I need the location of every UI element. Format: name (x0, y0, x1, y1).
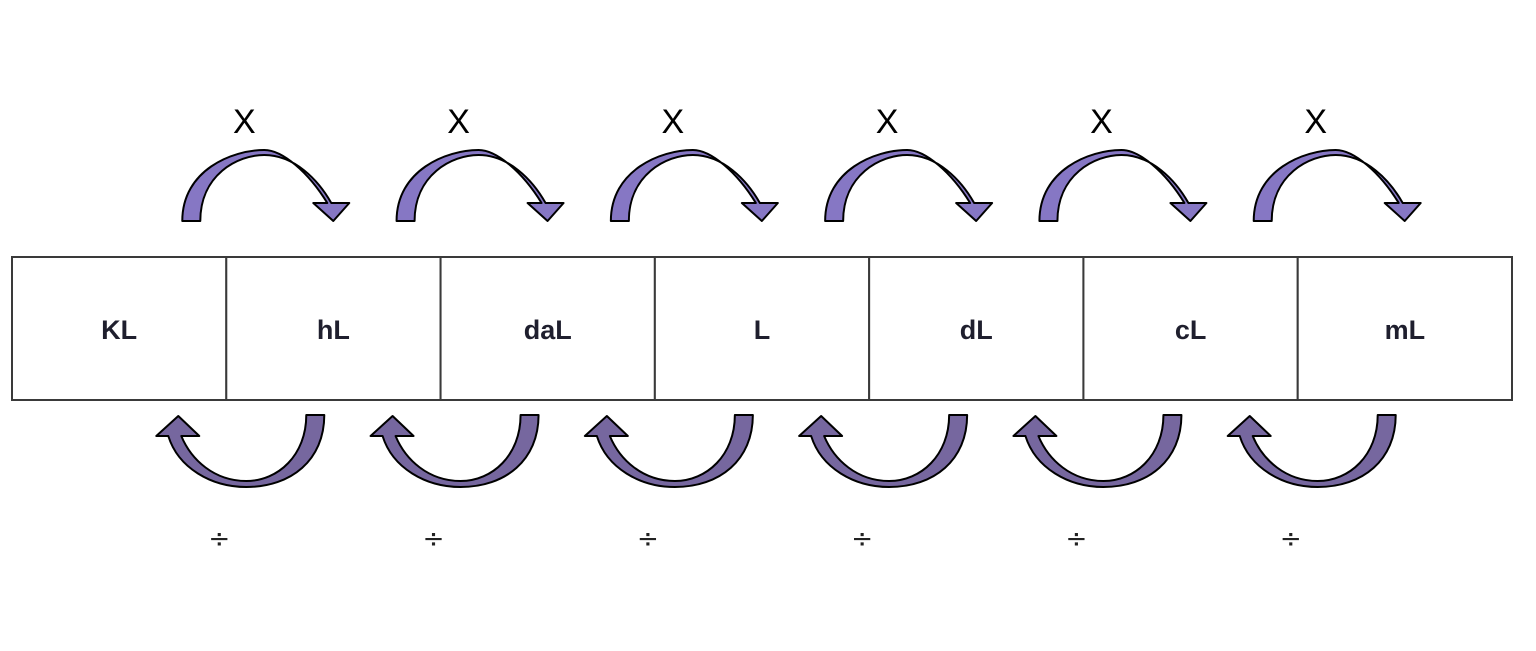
unit-cell-box (1296, 256, 1513, 401)
unit-label: L (754, 315, 771, 345)
unit-label: hL (317, 315, 350, 345)
unit-cell: KL (11, 256, 228, 401)
multiply-symbol: X (1304, 103, 1327, 141)
multiply-symbol: X (662, 103, 685, 141)
divide-symbol: ÷ (208, 524, 230, 554)
divide-arrow (1012, 414, 1183, 488)
multiply-arrows (181, 149, 1422, 222)
unit-label: dL (960, 315, 993, 345)
divide-labels: ÷ ÷ ÷ ÷ ÷ ÷ (208, 524, 1301, 554)
multiply-symbol: X (233, 103, 256, 141)
divide-arrow (155, 414, 326, 488)
unit-cell: hL (225, 256, 442, 401)
unit-cell-box (11, 256, 228, 401)
unit-cell: mL (1296, 256, 1513, 401)
unit-label: cL (1175, 315, 1207, 345)
unit-cell-box (868, 256, 1085, 401)
multiply-arrow (1038, 149, 1208, 222)
multiply-symbol: X (447, 103, 470, 141)
unit-cell-box (225, 256, 442, 401)
divide-arrows (155, 414, 1397, 488)
divide-symbol: ÷ (1066, 524, 1088, 554)
divide-arrow (583, 414, 754, 488)
unit-cell: daL (439, 256, 656, 401)
divide-symbol: ÷ (423, 524, 445, 554)
unit-cell: L (653, 256, 871, 401)
unit-label: KL (101, 315, 137, 345)
multiply-arrow (395, 149, 565, 222)
unit-label: daL (524, 315, 572, 345)
divide-symbol: ÷ (637, 524, 659, 554)
multiply-arrow (181, 149, 351, 222)
unit-cell: cL (1082, 256, 1299, 401)
unit-cell-box (439, 256, 656, 401)
unit-cell-box (1082, 256, 1299, 401)
multiply-symbol: X (876, 103, 899, 141)
divide-arrow (369, 414, 540, 488)
multiply-arrow (1252, 149, 1422, 222)
divide-arrow (1226, 414, 1397, 488)
divide-symbol: ÷ (1280, 524, 1302, 554)
multiply-arrow (824, 149, 994, 222)
unit-cell-box (653, 256, 871, 401)
unit-label: mL (1385, 315, 1426, 345)
multiply-symbol: X (1090, 103, 1113, 141)
divide-arrow (798, 414, 969, 488)
multiply-arrow (609, 149, 779, 222)
unit-cell: dL (868, 256, 1085, 401)
divide-symbol: ÷ (851, 524, 873, 554)
